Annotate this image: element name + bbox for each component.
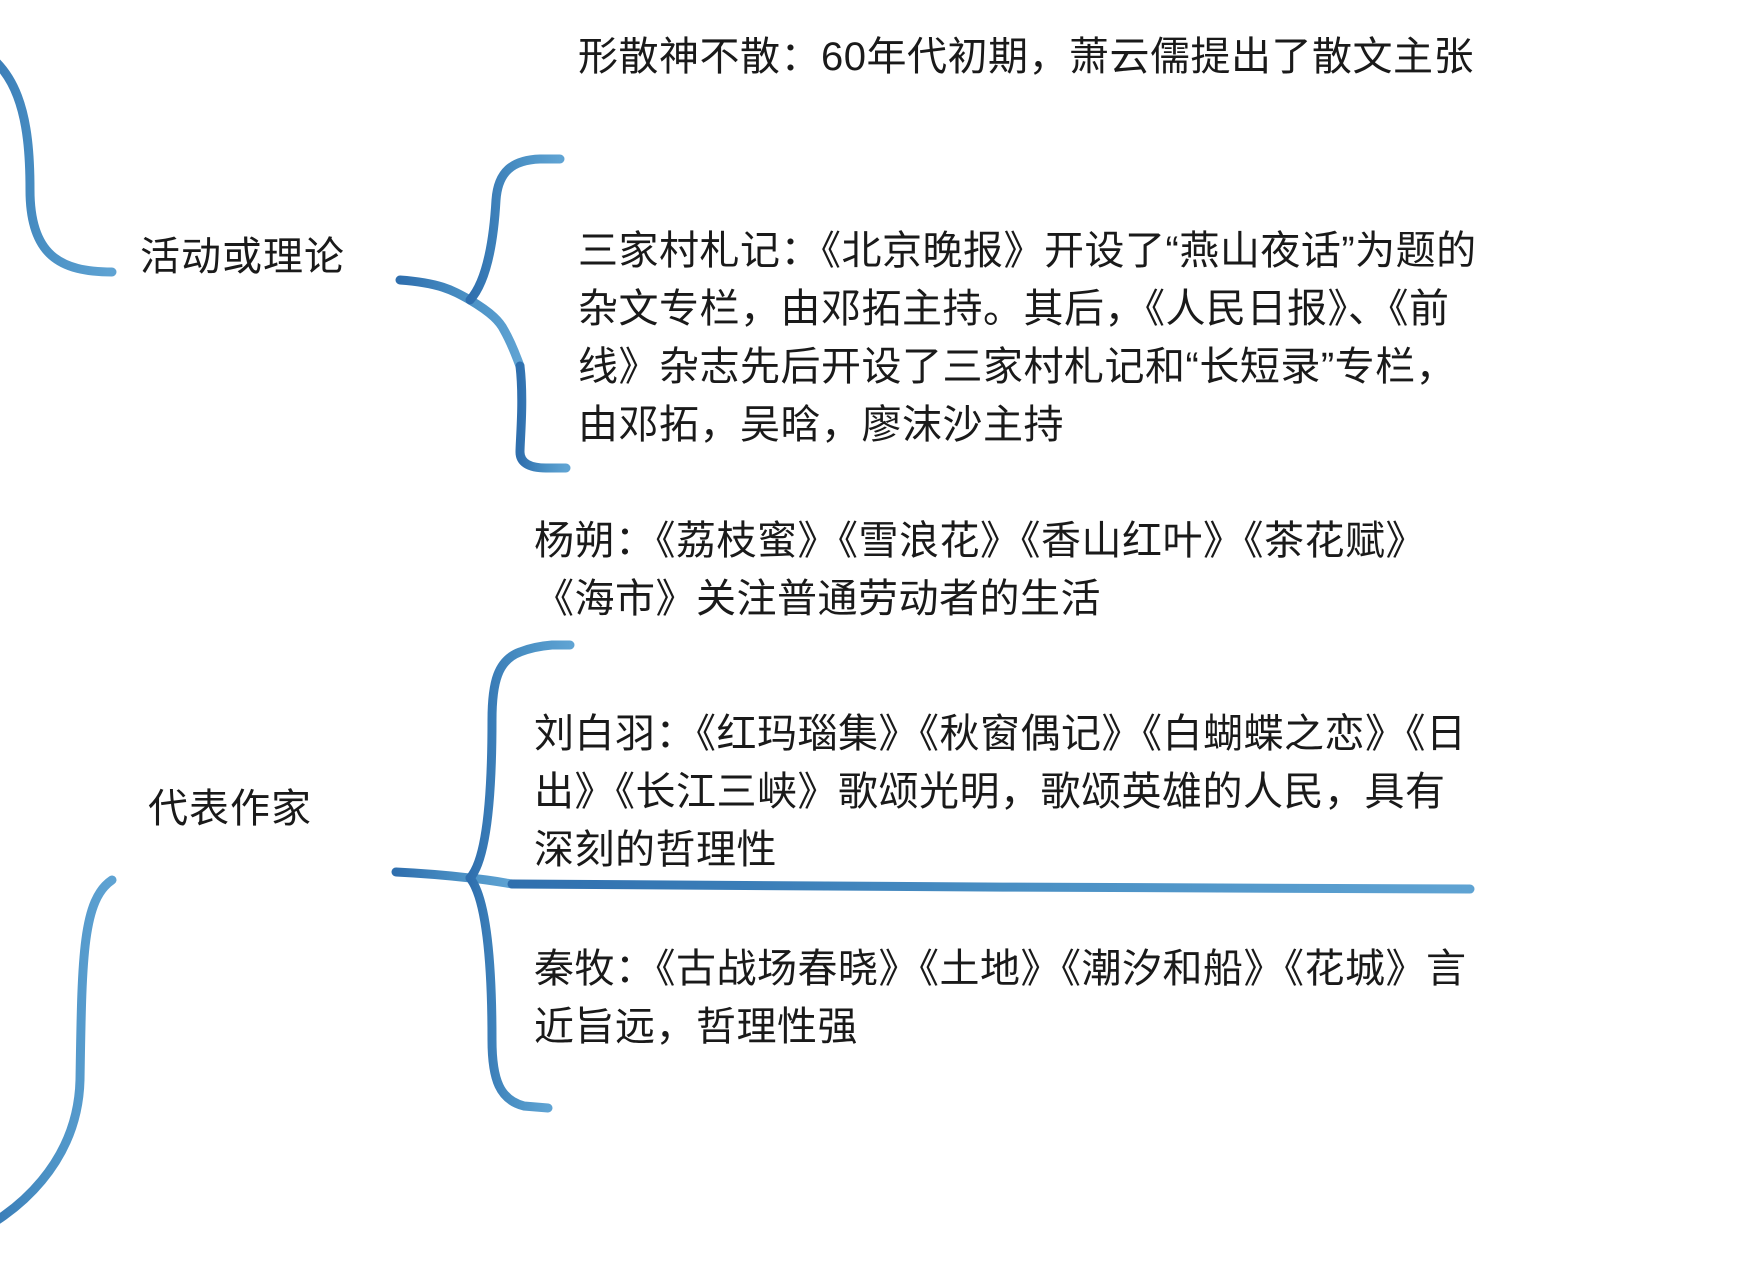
root-trunk [0, 59, 117, 1224]
leaf-node-qinmu[interactable]: 秦牧：《古战场春晓》《土地》《潮汐和船》《花城》言近旨远，哲理性强 [534, 940, 1474, 1056]
leaf-text-liubaiyu: 刘白羽：《红玛瑙集》《秋窗偶记》《白蝴蝶之恋》《日出》《长江三峡》歌颂光明，歌颂… [534, 712, 1467, 872]
leaf-node-sanjiacun[interactable]: 三家村札记：《北京晚报》开设了“燕山夜话”为题的杂文专栏，由邓拓主持。其后，《人… [578, 222, 1478, 454]
leaf-text-qinmu: 秦牧：《古战场春晓》《土地》《潮汐和船》《花城》言近旨远，哲理性强 [534, 947, 1467, 1049]
leaf-text-xingsanshenbusan: 形散神不散：60年代初期，萧云儒提出了散文主张 [578, 35, 1474, 79]
leaf-text-sanjiacun: 三家村札记：《北京晚报》开设了“燕山夜话”为题的杂文专栏，由邓拓主持。其后，《人… [578, 229, 1477, 447]
leaf-node-xingsanshenbusan[interactable]: 形散神不散：60年代初期，萧云儒提出了散文主张 [578, 28, 1533, 86]
leaf-node-liubaiyu[interactable]: 刘白羽：《红玛瑙集》《秋窗偶记》《白蝴蝶之恋》《日出》《长江三峡》歌颂光明，歌颂… [534, 705, 1474, 879]
leaf-node-yangshuo[interactable]: 杨朔：《荔枝蜜》《雪浪花》《香山红叶》《茶花赋》《海市》关注普通劳动者的生活 [534, 512, 1474, 628]
branch-label-representative-writers[interactable]: 代表作家 [148, 787, 312, 831]
leaf-text-yangshuo: 杨朔：《荔枝蜜》《雪浪花》《香山红叶》《茶花赋》《海市》关注普通劳动者的生活 [534, 519, 1426, 621]
branch-line-activity-theory [395, 154, 571, 473]
branch-label-activity-theory[interactable]: 活动或理论 [140, 235, 345, 279]
